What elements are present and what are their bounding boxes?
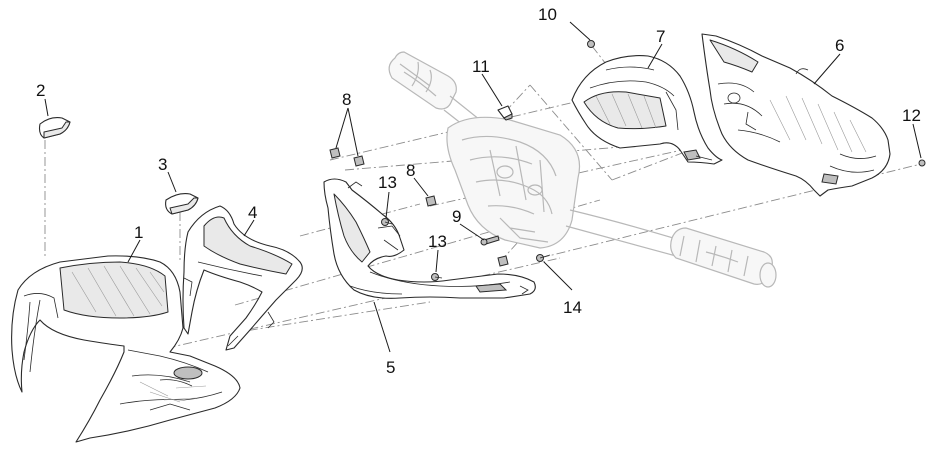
part-6-rear-cover	[701, 33, 891, 197]
callout-8-right: 8	[406, 161, 415, 180]
callout-13-lower: 13	[428, 232, 447, 251]
callouts: 1 2 3 4 5 6 7 8 8 9 10 11 12 13 13 14	[36, 5, 922, 377]
callout-11: 11	[472, 57, 490, 76]
callout-2: 2	[36, 81, 45, 100]
callout-13-upper: 13	[378, 173, 397, 192]
callout-14: 14	[563, 298, 582, 317]
handlebar-assembly	[388, 51, 777, 288]
callout-1: 1	[134, 223, 143, 242]
part-3-cap	[165, 193, 199, 215]
part-7-upper-cover	[571, 55, 723, 165]
callout-7: 7	[656, 27, 665, 46]
callout-4: 4	[248, 203, 257, 222]
part-4-inner-frame	[182, 205, 303, 351]
callout-3: 3	[158, 155, 167, 174]
part-11-clip	[497, 105, 513, 121]
callout-6: 6	[835, 36, 844, 55]
callout-8-left: 8	[342, 90, 351, 109]
part-1-front-cover	[11, 255, 241, 443]
callout-9: 9	[452, 207, 461, 226]
part-5-lower-cover	[323, 178, 536, 299]
callout-5: 5	[386, 358, 395, 377]
callout-12: 12	[902, 106, 921, 125]
callout-10: 10	[538, 5, 557, 24]
part-2-cap	[38, 117, 71, 139]
hardware	[329, 40, 926, 281]
